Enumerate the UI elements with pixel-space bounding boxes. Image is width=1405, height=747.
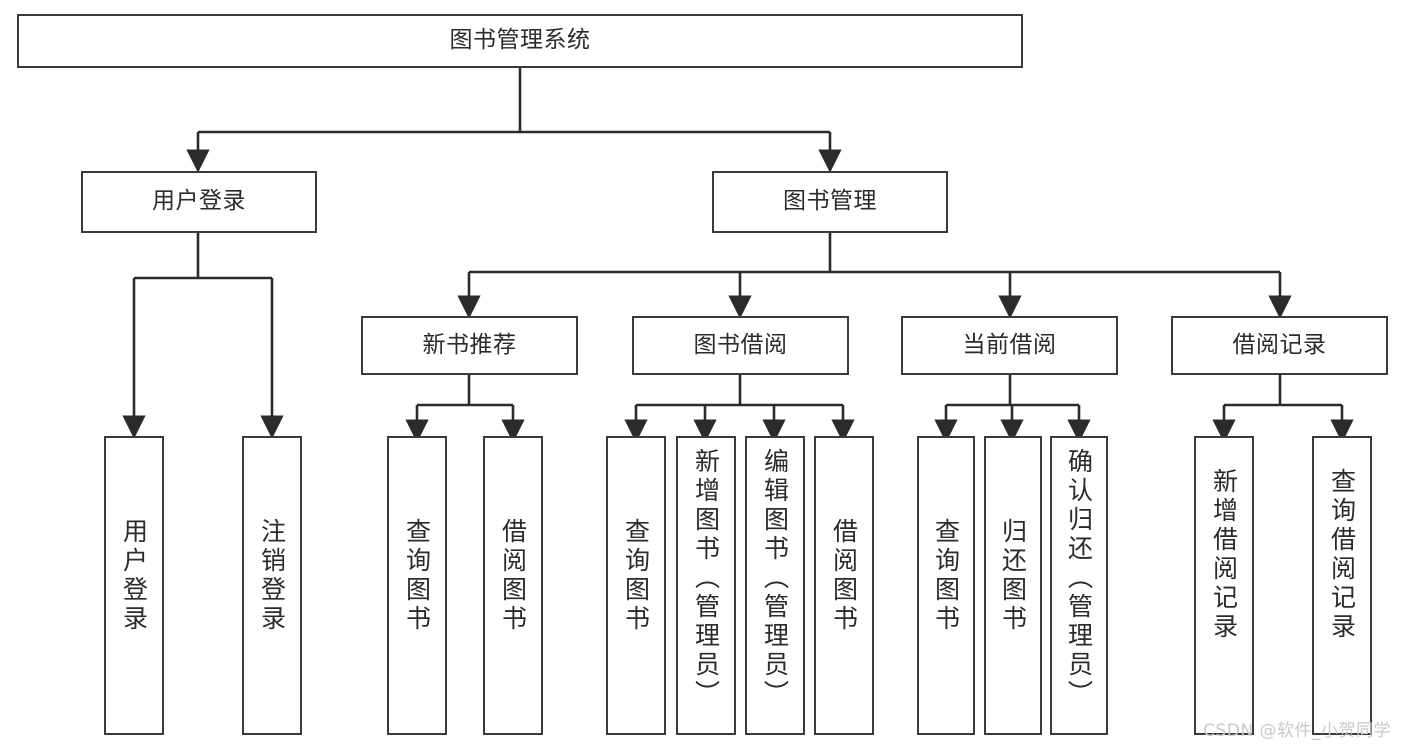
node-label: 查询图书 <box>931 518 961 634</box>
leaf-confirm-return[interactable]: 确认归还（管理员） <box>1050 436 1108 735</box>
node-label: 新增借阅记录 <box>1209 468 1239 642</box>
node-label: 确认归还（管理员） <box>1064 448 1094 709</box>
node-new-book-recommend[interactable]: 新书推荐 <box>361 316 578 375</box>
leaf-add-book[interactable]: 新增图书（管理员） <box>676 436 736 735</box>
node-borrow-record[interactable]: 借阅记录 <box>1171 316 1388 375</box>
leaf-query-borrow-record[interactable]: 查询借阅记录 <box>1312 436 1372 735</box>
leaf-query-book-2[interactable]: 查询图书 <box>606 436 666 735</box>
node-book-management[interactable]: 图书管理 <box>712 171 948 233</box>
node-label: 查询图书 <box>621 518 651 634</box>
node-book-borrow[interactable]: 图书借阅 <box>632 316 849 375</box>
leaf-add-borrow-record[interactable]: 新增借阅记录 <box>1194 436 1254 735</box>
leaf-return-book[interactable]: 归还图书 <box>984 436 1042 735</box>
node-label: 借阅图书 <box>829 518 859 634</box>
node-label: 借阅图书 <box>498 518 528 634</box>
node-label: 归还图书 <box>998 518 1028 634</box>
node-label: 借阅记录 <box>1232 331 1327 358</box>
node-label: 用户登录 <box>152 188 246 215</box>
node-label: 查询图书 <box>402 518 432 634</box>
node-book-management-system[interactable]: 图书管理系统 <box>17 14 1023 68</box>
leaf-query-book-1[interactable]: 查询图书 <box>387 436 447 735</box>
leaf-borrow-book-2[interactable]: 借阅图书 <box>814 436 874 735</box>
node-label: 注销登录 <box>257 518 287 634</box>
csdn-watermark: CSDN @软件_小贺同学 <box>1203 721 1391 741</box>
node-label: 图书借阅 <box>693 331 788 358</box>
node-label: 图书管理系统 <box>449 27 591 54</box>
node-label: 用户登录 <box>119 518 149 634</box>
leaf-logout-login[interactable]: 注销登录 <box>242 436 302 735</box>
node-label: 图书管理 <box>783 188 877 215</box>
leaf-edit-book[interactable]: 编辑图书（管理员） <box>745 436 805 735</box>
leaf-borrow-book-1[interactable]: 借阅图书 <box>483 436 543 735</box>
node-label: 新书推荐 <box>422 331 517 358</box>
node-current-borrow[interactable]: 当前借阅 <box>901 316 1118 375</box>
leaf-query-book-3[interactable]: 查询图书 <box>917 436 975 735</box>
node-label: 当前借阅 <box>962 331 1057 358</box>
node-label: 新增图书（管理员） <box>691 448 721 709</box>
node-label: 编辑图书（管理员） <box>760 448 790 709</box>
node-label: 查询借阅记录 <box>1327 468 1357 642</box>
node-user-login[interactable]: 用户登录 <box>81 171 317 233</box>
leaf-user-login[interactable]: 用户登录 <box>104 436 164 735</box>
